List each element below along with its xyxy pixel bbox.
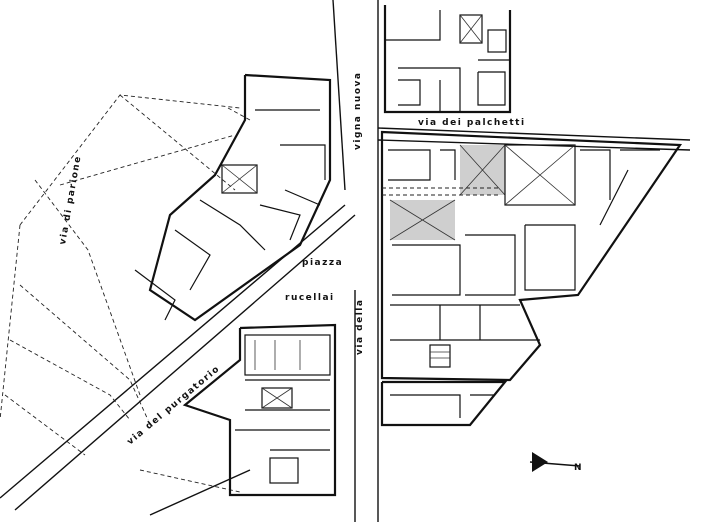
north-arrow-head-icon [532,452,548,472]
label-rucellai: rucellai [285,293,335,303]
label-via-di-parione: via di parione [58,155,84,246]
block-northwest [134,73,332,322]
label-via-della: via della [355,299,365,355]
dashed-outlines [0,94,251,493]
label-piazza: piazza [302,258,343,268]
north-arrow: N [529,452,583,473]
label-via-dei-palchetti: via dei palchetti [418,118,526,128]
block-east [380,130,683,382]
block-north [383,5,512,114]
label-vigna-nuova: vigna nuova [353,72,363,150]
block-southeast [380,380,508,427]
north-arrow-label: N [574,463,583,473]
label-via-del-purgatorio: via del purgatorio [126,364,223,447]
block-south-central [182,323,337,497]
